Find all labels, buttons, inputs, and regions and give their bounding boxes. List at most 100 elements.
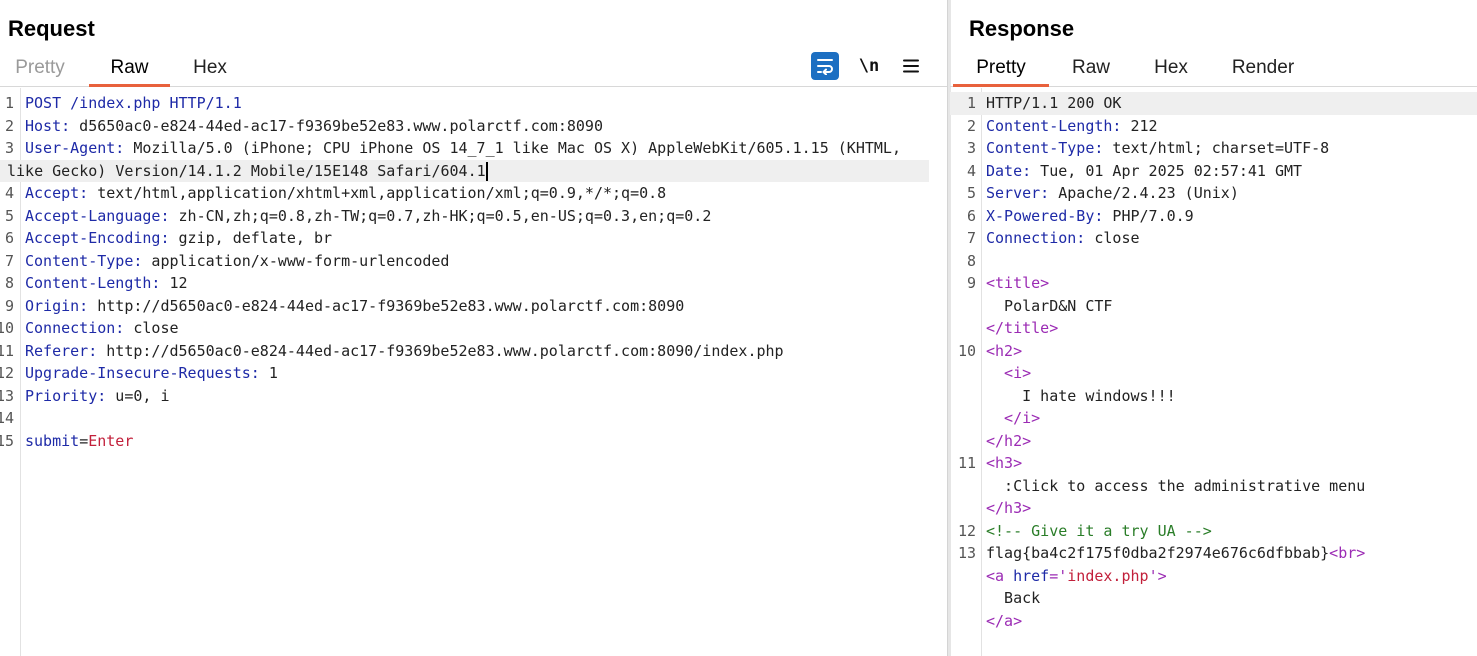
line-content: Content-Length: 12 [25, 272, 188, 295]
tab-pretty[interactable]: Pretty [953, 52, 1049, 87]
line-number: 10 [0, 319, 15, 337]
html-tag: <h3> [986, 454, 1023, 472]
text-token: HTTP/1.1 200 OK [986, 94, 1122, 112]
header-value: text/html,application/xhtml+xml,applicat… [88, 184, 667, 202]
html-tag: <title> [986, 274, 1050, 292]
code-line: </title> [950, 317, 1477, 340]
line-number: 13 [0, 386, 15, 405]
line-content: </title> [986, 317, 1058, 340]
line-number: 3 [966, 139, 976, 157]
html-comment: <!-- Give it a try UA --> [986, 521, 1212, 540]
tab-raw[interactable]: Raw [1071, 57, 1110, 78]
param-value: Enter [88, 431, 134, 450]
header-value: u=0, i [106, 386, 170, 405]
header-name: Upgrade-Insecure-Requests: [25, 364, 260, 382]
html-tag: </h2> [986, 431, 1032, 450]
line-content: :Click to access the administrative menu [986, 475, 1365, 498]
html-tag: </h3> [986, 499, 1032, 517]
line-number: 9 [966, 274, 976, 292]
tab-hex[interactable]: Hex [1154, 57, 1188, 78]
code-line: :Click to access the administrative menu [950, 475, 1477, 498]
tab-raw[interactable]: Raw [89, 52, 170, 87]
code-line: 12 <!-- Give it a try UA --> [950, 520, 1477, 543]
line-number: 2 [966, 116, 976, 135]
line-number: 8 [4, 274, 14, 292]
line-content: POST /index.php HTTP/1.1 [25, 92, 242, 115]
request-pane: Request Pretty Raw Hex \n 1 POST /index.p… [0, 16, 947, 656]
header-value: 1 [259, 364, 278, 382]
line-content: User-Agent: Mozilla/5.0 (iPhone; CPU iPh… [25, 137, 901, 160]
newline-toggle-icon[interactable]: \n [858, 56, 880, 76]
code-line: 3 User-Agent: Mozilla/5.0 (iPhone; CPU iP… [0, 137, 947, 160]
line-number: 1 [4, 94, 14, 112]
line-content: Content-Type: application/x-www-form-url… [25, 250, 449, 273]
line-content: </a> [986, 610, 1022, 633]
text-token: PHP/7.0.9 [1103, 206, 1194, 225]
line-content: <i> [986, 362, 1031, 385]
tab-pretty[interactable]: Pretty [15, 57, 65, 78]
code-line: 8 Content-Length: 12 [0, 272, 947, 295]
line-content: </h2> [986, 430, 1031, 453]
code-line: 3 Content-Type: text/html; charset=UTF-8 [950, 137, 1477, 160]
header-value: http://d5650ac0-e824-44ed-ac17-f9369be52… [88, 296, 685, 315]
header-name: Priority: [25, 386, 107, 405]
line-content: like Gecko) Version/14.1.2 Mobile/15E148… [7, 160, 488, 183]
html-tag: </title> [986, 319, 1059, 337]
line-content: </h3> [986, 497, 1031, 520]
code-line: 10 <h2> [950, 340, 1477, 363]
text-token: Tue, 01 Apr 2025 02:57:41 GMT [1031, 161, 1303, 180]
header-name: X-Powered-By: [986, 206, 1104, 225]
text-token: PolarD&N CTF [986, 296, 1113, 315]
line-content: <!-- Give it a try UA --> [986, 520, 1212, 543]
line-content: Referer: http://d5650ac0-e824-44ed-ac17-… [25, 340, 784, 363]
code-line: </h2> [950, 430, 1477, 453]
line-number: 10 [957, 341, 976, 360]
line-content: I hate windows!!! [986, 385, 1176, 408]
text-token: I hate windows!!! [986, 386, 1176, 405]
line-content: Upgrade-Insecure-Requests: 1 [25, 362, 278, 385]
header-name: Content-Type: [986, 139, 1104, 157]
code-line: </h3> [950, 497, 1477, 520]
text-token: text/html; charset=UTF-8 [1103, 139, 1330, 157]
header-name: submit [25, 431, 80, 450]
wrap-lines-icon[interactable] [811, 52, 839, 80]
line-number-gutter [0, 88, 21, 656]
text-token: Back [986, 589, 1041, 607]
line-content: Back [986, 587, 1040, 610]
text-token: close [1085, 229, 1140, 247]
header-name: Host: [25, 116, 71, 135]
header-value: Mozilla/5.0 (iPhone; CPU iPhone OS 14_7_… [124, 139, 901, 157]
line-number: 12 [957, 521, 976, 540]
request-title: Request [8, 16, 95, 41]
text-cursor [485, 161, 488, 181]
response-tabs: Pretty Raw Hex Render [950, 52, 1477, 87]
hamburger-menu-icon[interactable] [897, 52, 925, 80]
line-number: 3 [4, 139, 14, 157]
code-line: </a> [950, 610, 1477, 633]
code-line: </i> [950, 407, 1477, 430]
pane-divider[interactable] [947, 0, 951, 656]
line-number: 6 [4, 229, 14, 247]
tab-render[interactable]: Render [1231, 57, 1295, 78]
code-line: 1 POST /index.php HTTP/1.1 [0, 92, 947, 115]
tab-hex[interactable]: Hex [193, 57, 227, 78]
code-line: <i> [950, 362, 1477, 385]
header-value: zh-CN,zh;q=0.8,zh-TW;q=0.7,zh-HK;q=0.5,e… [169, 206, 712, 225]
code-line: 13 Priority: u=0, i [0, 385, 947, 408]
code-line: I hate windows!!! [950, 385, 1477, 408]
html-tag: <h2> [986, 341, 1023, 360]
header-value: gzip, deflate, br [169, 229, 333, 247]
